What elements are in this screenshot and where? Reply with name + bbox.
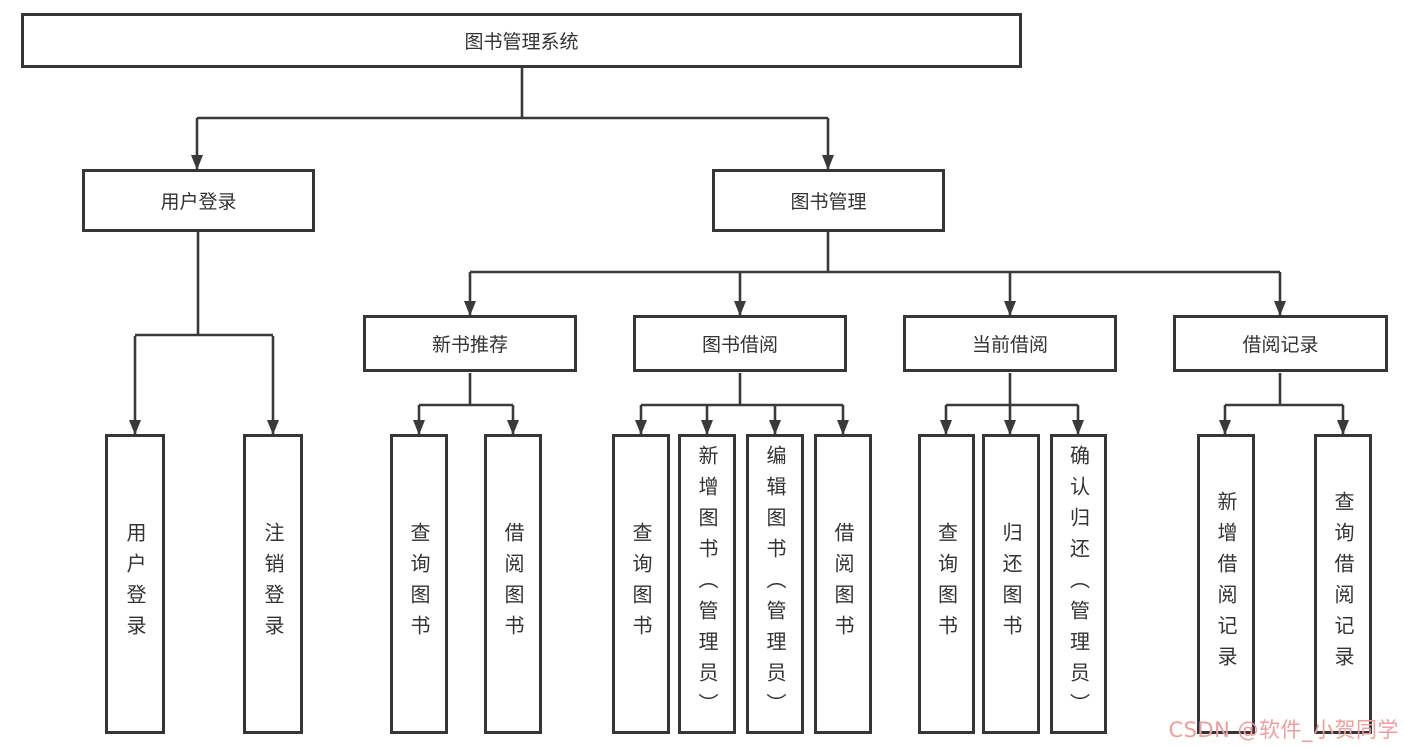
node-borrow-records-label: 借阅记录	[1242, 334, 1319, 356]
node-new-book-recommend-label: 新书推荐	[431, 334, 508, 356]
node-book-borrow-label: 图书借阅	[701, 334, 778, 356]
node-current-borrow: 当前借阅	[903, 315, 1117, 372]
node-book-management-label: 图书管理	[790, 191, 867, 213]
leaf-add-borrow-record: 新增借阅记录	[1197, 434, 1255, 734]
leaf-add-book-admin-label: 新增图书（管理员）	[695, 444, 719, 724]
leaf-recommend-query-books-label: 查询图书	[407, 522, 431, 646]
leaf-confirm-return-admin: 确认归还（管理员）	[1050, 434, 1107, 734]
node-book-management: 图书管理	[712, 169, 945, 232]
leaf-user-login-label: 用户登录	[123, 522, 147, 646]
leaf-query-borrow-record-label: 查询借阅记录	[1331, 491, 1355, 677]
node-book-borrow: 图书借阅	[633, 315, 847, 372]
leaf-recommend-borrow-books: 借阅图书	[484, 434, 542, 734]
node-user-login: 用户登录	[82, 169, 315, 232]
leaf-logout-label: 注销登录	[261, 522, 285, 646]
node-new-book-recommend: 新书推荐	[363, 315, 577, 372]
leaf-recommend-query-books: 查询图书	[390, 434, 448, 734]
leaf-borrow-book: 借阅图书	[814, 434, 872, 734]
leaf-recommend-borrow-books-label: 借阅图书	[501, 522, 525, 646]
node-root-label: 图书管理系统	[464, 31, 579, 53]
node-root: 图书管理系统	[21, 13, 1022, 68]
node-user-login-label: 用户登录	[160, 191, 237, 213]
leaf-user-login: 用户登录	[105, 434, 165, 734]
leaf-query-borrow-record: 查询借阅记录	[1314, 434, 1372, 734]
leaf-edit-book-admin: 编辑图书（管理员）	[746, 434, 804, 734]
leaf-logout: 注销登录	[243, 434, 303, 734]
leaf-return-book-label: 归还图书	[999, 522, 1023, 646]
leaf-current-query-books: 查询图书	[918, 434, 975, 734]
node-borrow-records: 借阅记录	[1173, 315, 1388, 372]
leaf-borrow-query-books: 查询图书	[612, 434, 670, 734]
leaf-return-book: 归还图书	[982, 434, 1040, 734]
leaf-confirm-return-admin-label: 确认归还（管理员）	[1066, 444, 1091, 724]
watermark: CSDN @软件_小贺同学	[1168, 718, 1399, 742]
leaf-current-query-books-label: 查询图书	[934, 522, 959, 646]
leaf-add-book-admin: 新增图书（管理员）	[678, 434, 736, 734]
node-current-borrow-label: 当前借阅	[971, 334, 1048, 356]
leaf-edit-book-admin-label: 编辑图书（管理员）	[763, 444, 787, 724]
leaf-add-borrow-record-label: 新增借阅记录	[1214, 491, 1238, 677]
connector-rails	[135, 68, 1343, 407]
leaf-borrow-book-label: 借阅图书	[831, 522, 855, 646]
leaf-borrow-query-books-label: 查询图书	[629, 522, 653, 646]
